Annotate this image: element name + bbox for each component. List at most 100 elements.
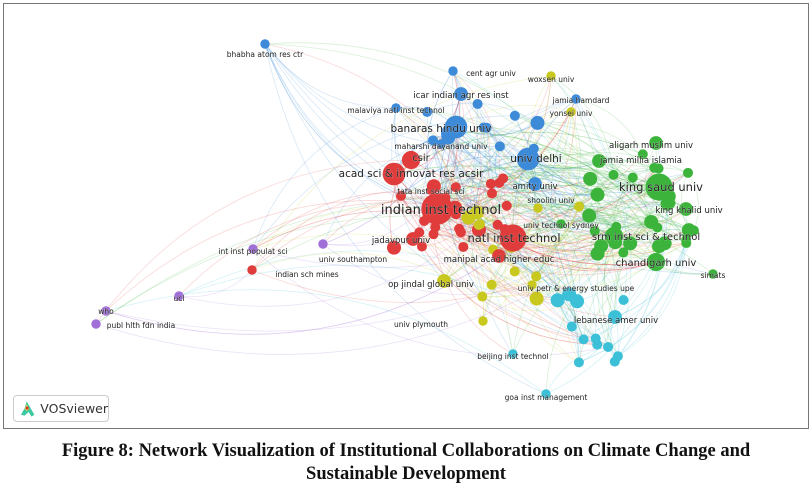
node-bhabha[interactable] [260,39,270,49]
node[interactable] [473,220,484,231]
node[interactable] [566,321,577,332]
node[interactable] [494,177,505,188]
node[interactable] [458,241,469,252]
node[interactable] [583,171,598,186]
node[interactable] [428,135,439,146]
node[interactable] [450,209,461,220]
node-delhi[interactable] [516,147,540,171]
node[interactable] [501,200,512,211]
node-csir[interactable] [401,150,421,170]
node-centagr[interactable] [448,66,458,76]
node[interactable] [688,225,699,236]
node[interactable] [657,236,672,251]
node[interactable] [477,291,488,302]
node[interactable] [589,225,600,236]
node[interactable] [509,266,520,277]
edge [432,140,598,345]
node-plymouth[interactable] [478,316,488,326]
node[interactable] [578,334,589,345]
node-jamiahamdard[interactable] [571,94,581,104]
node[interactable] [481,122,492,133]
node[interactable] [618,295,629,306]
node[interactable] [652,222,663,233]
node[interactable] [530,115,545,130]
node-srm[interactable] [604,226,624,246]
node-jindal[interactable] [437,274,451,288]
node[interactable] [487,188,498,199]
node-yonsei[interactable] [566,107,576,117]
node-aligarh[interactable] [649,136,663,150]
node-ucl[interactable] [174,291,184,301]
node-iips[interactable] [248,244,258,254]
node-maharshi[interactable] [436,139,446,149]
node[interactable] [450,182,461,193]
node[interactable] [485,178,496,189]
node[interactable] [603,341,614,352]
node[interactable] [455,227,466,238]
node[interactable] [609,356,620,367]
node-manipal[interactable] [492,249,506,263]
node[interactable] [683,167,694,178]
node-label-nit: natl inst technol [467,231,560,245]
edge [460,183,536,233]
node[interactable] [529,291,544,306]
node-southampton[interactable] [318,239,328,249]
node-shoolini[interactable] [533,203,543,213]
node-lebanese[interactable] [608,310,622,324]
node[interactable] [592,339,603,350]
node-acsir[interactable] [382,162,406,186]
node[interactable] [627,172,638,183]
node-malaviya[interactable] [391,103,401,113]
node-beijing[interactable] [508,349,518,359]
node-icar[interactable] [454,87,468,101]
node[interactable] [573,357,584,368]
node-who[interactable] [101,306,111,316]
node-jadavpur[interactable] [406,232,420,246]
node[interactable] [649,162,660,173]
node-tiss[interactable] [426,185,436,195]
node-goa[interactable] [541,389,551,399]
node[interactable] [590,187,605,202]
node[interactable] [492,219,503,230]
node[interactable] [494,141,505,152]
node-nit[interactable] [499,224,527,252]
node-uts[interactable] [556,219,566,229]
node[interactable] [472,98,483,109]
node-woxsen[interactable] [546,71,556,81]
node-kingkhalid[interactable] [679,202,693,216]
node-iit[interactable] [421,193,453,225]
node[interactable] [681,235,692,246]
node[interactable] [387,240,402,255]
node[interactable] [570,294,585,309]
node[interactable] [509,110,520,121]
node[interactable] [618,247,629,258]
node[interactable] [637,149,648,160]
node[interactable] [422,106,433,117]
node[interactable] [574,201,585,212]
node[interactable] [531,271,542,282]
edge [264,43,438,210]
edge [491,193,595,233]
node[interactable] [469,205,484,220]
node[interactable] [416,241,427,252]
edge [252,115,515,250]
node[interactable] [396,190,407,201]
node-label-csir: csir [412,153,430,164]
node-amity[interactable] [528,177,542,191]
node-label-yonsei: yonsei univ [550,109,593,118]
node[interactable] [594,238,609,253]
node-ism[interactable] [247,265,257,275]
node-simats[interactable] [708,269,718,279]
node-chandigarh[interactable] [646,252,666,272]
node-upes[interactable] [527,280,537,290]
node[interactable] [623,236,638,251]
node-jmi[interactable] [592,154,606,168]
node[interactable] [486,279,497,290]
node-bhu[interactable] [444,115,468,139]
node[interactable] [550,293,565,308]
node-kingsaud[interactable] [645,173,673,201]
node[interactable] [608,169,619,180]
node-phfi[interactable] [91,319,101,329]
node[interactable] [582,208,597,223]
edge [514,178,591,272]
